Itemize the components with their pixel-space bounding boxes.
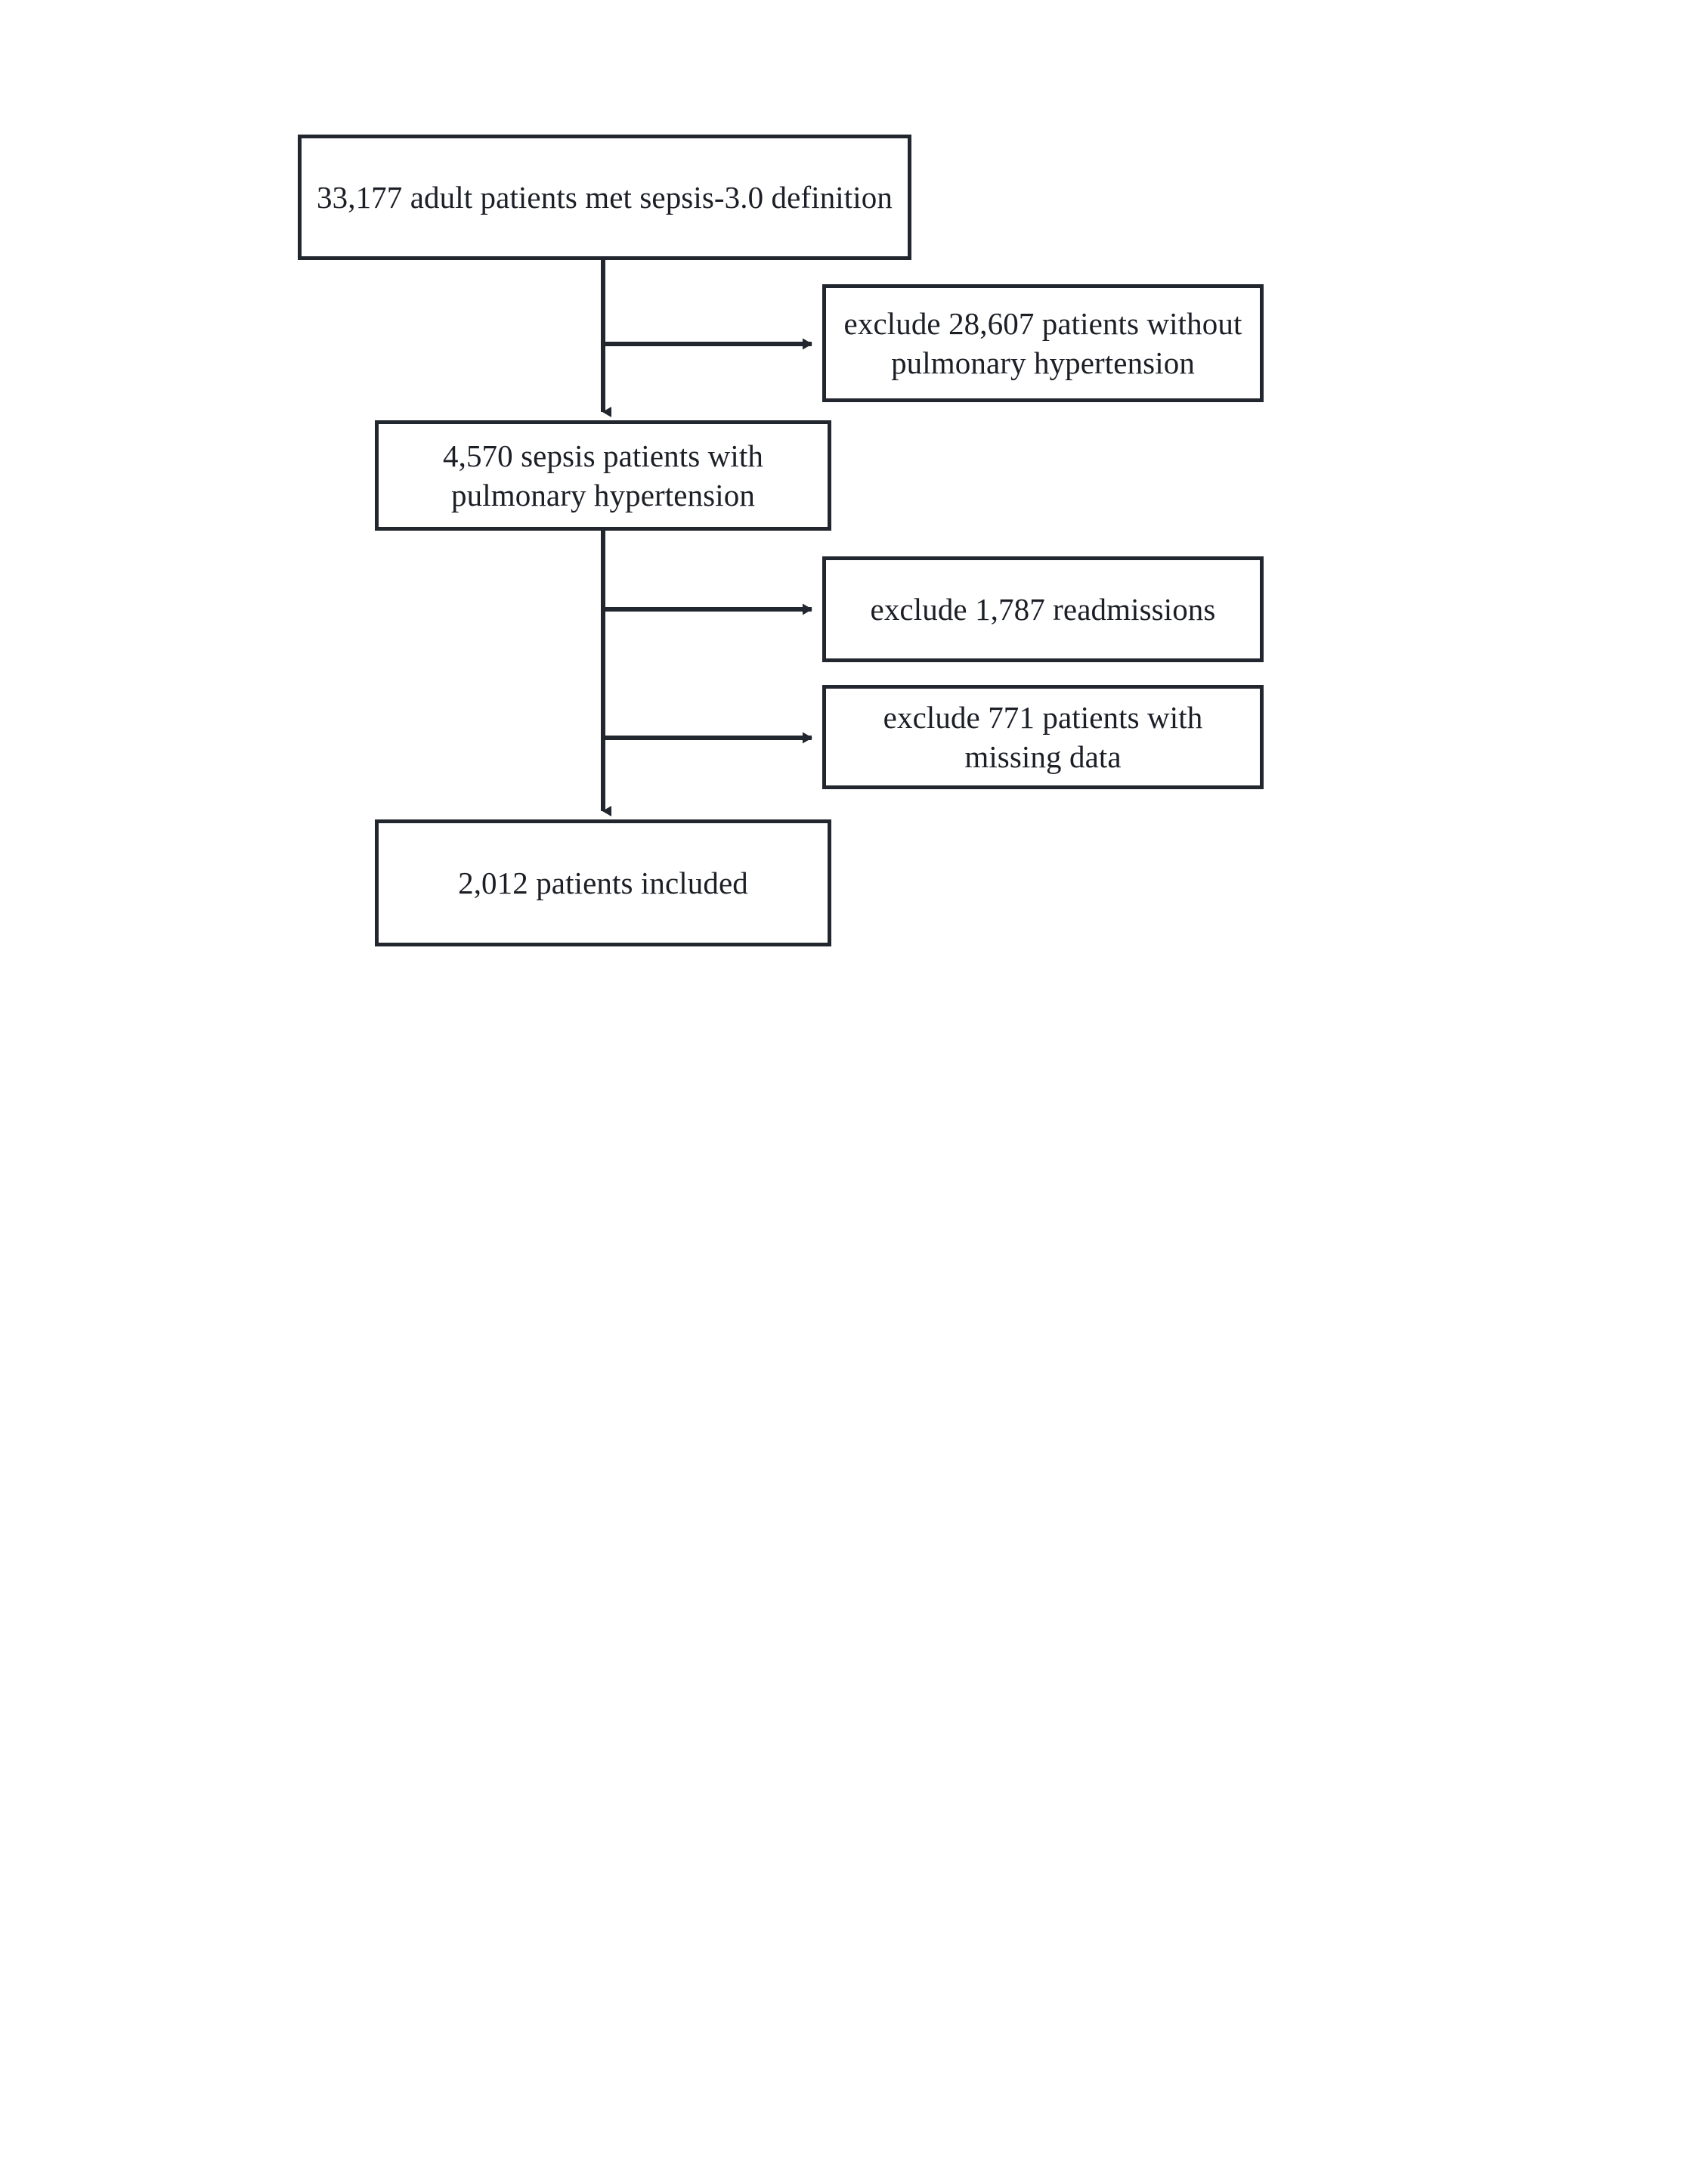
flow-node-exclusion-readmissions: exclude 1,787 readmissions	[822, 556, 1264, 662]
flow-node-exclusion-missing-data: exclude 771 patients with missing data	[822, 685, 1264, 789]
flow-node-exclusion-missing-data-label: exclude 771 patients with missing data	[883, 699, 1203, 774]
flow-node-source-population: 33,177 adult patients met sepsis-3.0 def…	[298, 135, 911, 260]
flow-node-exclusion-no-pulmonary-hypertension: exclude 28,607 patients without pulmonar…	[822, 284, 1264, 402]
flow-node-source-population-label: 33,177 adult patients met sepsis-3.0 def…	[317, 179, 893, 215]
flow-node-sepsis-with-pulmonary-hypertension: 4,570 sepsis patients with pulmonary hyp…	[375, 420, 831, 531]
flow-node-exclusion-no-pulmonary-hypertension-label: exclude 28,607 patients without pulmonar…	[843, 305, 1242, 380]
flow-node-exclusion-readmissions-label: exclude 1,787 readmissions	[870, 591, 1216, 627]
flow-node-patients-included-label: 2,012 patients included	[458, 865, 748, 900]
flow-node-sepsis-with-pulmonary-hypertension-label: 4,570 sepsis patients with pulmonary hyp…	[443, 438, 763, 513]
flow-node-patients-included: 2,012 patients included	[375, 819, 831, 946]
